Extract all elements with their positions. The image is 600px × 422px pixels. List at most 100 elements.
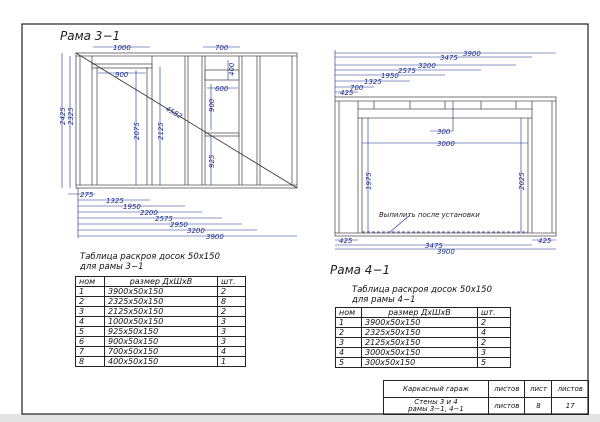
- cell: 400х50х150: [104, 356, 218, 367]
- caption-line: Таблица раскроя досок 50х150: [352, 285, 492, 295]
- svg-text:2950: 2950: [170, 221, 188, 229]
- col-header: ном: [335, 307, 362, 318]
- title-block-row: Каркасный гараж листов лист листов: [383, 380, 589, 398]
- cell: 3: [75, 306, 105, 317]
- svg-text:600: 600: [215, 85, 229, 93]
- svg-text:300: 300: [437, 128, 451, 136]
- svg-text:2200: 2200: [140, 209, 158, 217]
- svg-text:3475: 3475: [440, 54, 458, 62]
- svg-text:3200: 3200: [418, 62, 436, 70]
- svg-text:3200: 3200: [187, 227, 205, 235]
- svg-text:425: 425: [339, 237, 353, 245]
- col-header: размер ДхШхВ: [361, 307, 478, 318]
- table-3-1-caption: Таблица раскроя досок 50х150 для рамы 3−…: [80, 252, 220, 272]
- cut-after-install-note: Выпилить после установки: [379, 211, 480, 219]
- cell: 4: [217, 346, 246, 357]
- frame-4-1: [334, 96, 557, 237]
- frame-3-1: [75, 52, 298, 189]
- col-header: шт.: [477, 307, 511, 318]
- svg-text:400: 400: [228, 62, 236, 76]
- cell: 6: [75, 336, 105, 347]
- cell: 2: [477, 337, 511, 348]
- svg-text:1975: 1975: [365, 172, 373, 190]
- svg-text:2125: 2125: [157, 122, 165, 140]
- col-header: шт.: [217, 276, 246, 287]
- cell: 2: [335, 327, 362, 338]
- sheet-description: Стены 3 и 4 рамы 3−1, 4−1: [383, 397, 489, 415]
- svg-text:1325: 1325: [106, 197, 124, 205]
- cell: 5: [75, 326, 105, 337]
- cell: 3900х50х150: [104, 286, 218, 297]
- cell: 3: [217, 336, 246, 347]
- svg-text:3000: 3000: [437, 140, 455, 148]
- cell: 8: [217, 296, 246, 307]
- frame-4-1-dimensions: [334, 50, 556, 250]
- sheet-border: [21, 23, 589, 415]
- frame-3-1-title: Рама 3−1: [60, 29, 120, 43]
- sheets-label: листов: [551, 380, 589, 398]
- caption-line: для рамы 4−1: [352, 295, 416, 305]
- cell: 300х50х150: [361, 357, 478, 368]
- cell: 8: [75, 356, 105, 367]
- table-header: ном размер ДхШхВ шт.: [75, 276, 246, 287]
- frame-4-1-title: Рама 4−1: [330, 263, 390, 277]
- cell: 4: [335, 347, 362, 358]
- cell: 2: [75, 296, 105, 307]
- cell: 3: [217, 326, 246, 337]
- cell: 1: [75, 286, 105, 297]
- cell: 2125х50х150: [104, 306, 218, 317]
- sheet-label: лист: [524, 380, 553, 398]
- cell: 3: [217, 316, 246, 327]
- svg-text:4582: 4582: [164, 105, 184, 121]
- table-4-1-caption: Таблица раскроя досок 50х150 для рамы 4−…: [352, 285, 492, 305]
- cell: 1000х50х150: [104, 316, 218, 327]
- svg-text:2325: 2325: [67, 107, 75, 125]
- cell: 7: [75, 346, 105, 357]
- title-block: Каркасный гараж листов лист листов Стены…: [383, 380, 589, 415]
- cell: 900х50х150: [104, 336, 218, 347]
- col-header: размер ДхШхВ: [104, 276, 218, 287]
- cell: 1: [217, 356, 246, 367]
- sheets-total: 17: [551, 397, 589, 415]
- caption-line: для рамы 3−1: [80, 262, 144, 272]
- cell: 2125х50х150: [361, 337, 478, 348]
- cell: 3: [477, 347, 511, 358]
- title-block-row: Стены 3 и 4 рамы 3−1, 4−1 листов 8 17: [383, 397, 589, 415]
- svg-text:3900: 3900: [437, 248, 455, 256]
- svg-text:925: 925: [208, 154, 216, 168]
- svg-text:1325: 1325: [364, 78, 382, 86]
- svg-text:2425: 2425: [59, 107, 67, 125]
- svg-text:425: 425: [538, 237, 552, 245]
- svg-text:2575: 2575: [398, 67, 416, 75]
- cell: 700х50х150: [104, 346, 218, 357]
- svg-text:900: 900: [115, 71, 129, 79]
- sheet-line: Стены 3 и 4: [414, 398, 458, 406]
- svg-text:2025: 2025: [518, 172, 526, 190]
- svg-text:900: 900: [208, 98, 216, 112]
- project-name: Каркасный гараж: [383, 380, 489, 398]
- cell: 925х50х150: [104, 326, 218, 337]
- svg-text:3475: 3475: [425, 242, 443, 250]
- cell: 2325х50х150: [104, 296, 218, 307]
- svg-text:1950: 1950: [123, 203, 141, 211]
- svg-text:700: 700: [350, 84, 364, 92]
- cell: 3: [335, 337, 362, 348]
- svg-text:425: 425: [340, 89, 354, 97]
- cell: 5: [477, 357, 511, 368]
